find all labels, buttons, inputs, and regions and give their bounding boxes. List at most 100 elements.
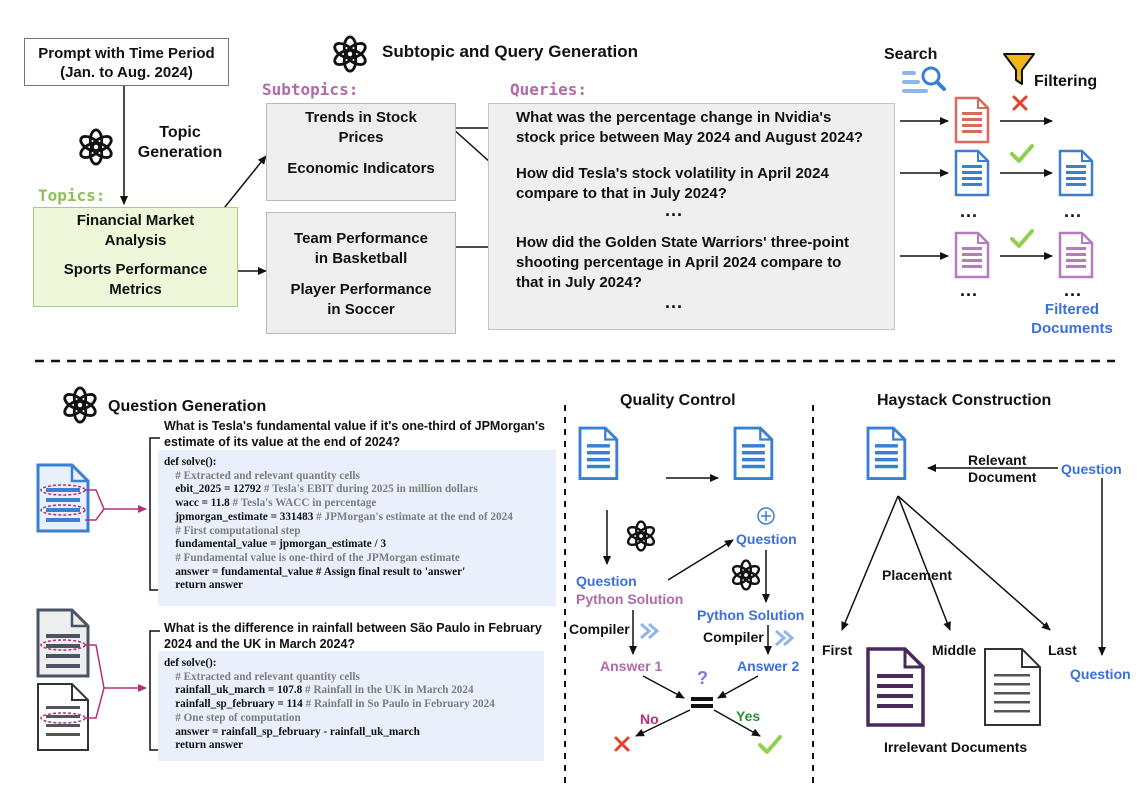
query-1-line-2: stock price between May 2024 and August … <box>516 129 864 146</box>
subtopic-3-line-2: in Basketball <box>314 250 408 267</box>
code-line: # First computational step <box>164 525 556 539</box>
code-line: answer = fundamental_value # Assign fina… <box>164 566 556 580</box>
source-document-icon <box>36 463 90 533</box>
subtopics-tag: Subtopics: <box>262 80 359 99</box>
topic-2-line-2: Metrics <box>109 281 162 298</box>
middle-label: Middle <box>932 642 977 658</box>
code-line: answer = rainfall_sp_february - rainfall… <box>164 726 544 740</box>
haystack-title: Haystack Construction <box>877 392 1052 409</box>
subtopic-4-line-1: Player Performance <box>290 281 432 298</box>
code-line: ebit_2025 = 12792 # Tesla's EBIT during … <box>164 483 556 497</box>
plus-icon <box>757 507 775 525</box>
docs-ellipsis: ... <box>960 280 979 300</box>
subtopic-4-line-2: in Soccer <box>327 301 395 318</box>
code-line: # Extracted and relevant quantity cells <box>164 470 556 484</box>
irrelevant-document-icon <box>984 648 1041 726</box>
check-icon <box>1010 229 1034 248</box>
filtered-document-icon <box>1058 149 1094 197</box>
arrow-to-no <box>635 709 691 737</box>
queries-tag: Queries: <box>510 80 588 99</box>
code-line: return answer <box>164 579 556 593</box>
source-document-icon <box>37 683 89 751</box>
answer-2-label: Answer 2 <box>737 658 800 674</box>
code-comment: # JPMorgan's estimate at the end of 2024 <box>316 510 513 523</box>
docs-ellipsis: ... <box>1064 280 1083 300</box>
check-icon <box>1010 144 1034 163</box>
qc-python-solution-label-2: Python Solution <box>697 607 805 623</box>
openai-logo-icon <box>624 520 658 552</box>
answer-1-label: Answer 1 <box>600 658 663 674</box>
query-ellipsis: ... <box>665 292 684 312</box>
document-icon <box>954 231 990 279</box>
topic-generation-line-1: Topic <box>159 124 201 141</box>
no-label: No <box>640 711 659 727</box>
code-text: rainfall_uk_march = 107.8 <box>164 684 306 697</box>
code-line: # Fundamental value is one-third of the … <box>164 552 556 566</box>
relevant-line-2: Document <box>968 469 1037 485</box>
query-3-line-2: shooting percentage in April 2024 compar… <box>516 254 842 271</box>
docs-ellipsis: ... <box>960 201 979 221</box>
irrelevant-document-icon <box>866 647 925 727</box>
code-text: def solve(): <box>164 657 217 669</box>
code-line: # Extracted and relevant quantity cells <box>164 671 544 685</box>
topic-1-line-1: Financial Market <box>76 212 195 229</box>
irrelevant-documents-label: Irrelevant Documents <box>884 739 1028 755</box>
code-text: fundamental_value = jpmorgan_estimate / … <box>164 538 387 551</box>
question-2: What is the difference in rainfall betwe… <box>164 620 542 652</box>
question-2-line-2: 2024 and the UK in March 2024? <box>164 637 356 651</box>
question-2-line-1: What is the difference in rainfall betwe… <box>164 621 542 635</box>
topics-tag: Topics: <box>38 186 106 205</box>
code-line: rainfall_uk_march = 107.8 # Rainfall in … <box>164 684 544 698</box>
compiler-chevron-icon <box>775 629 795 647</box>
code-block-2: def solve(): # Extracted and relevant qu… <box>158 651 544 761</box>
cross-icon <box>1012 95 1028 111</box>
question-1-line-2: estimate of its value at the end of 2024… <box>164 435 401 449</box>
code-text: rainfall_sp_february = 114 <box>164 698 306 711</box>
openai-logo-icon <box>76 128 116 166</box>
code-comment: # Extracted and relevant quantity cells <box>164 670 360 683</box>
bracket <box>149 437 160 591</box>
document-icon <box>733 426 774 481</box>
qc-question-label-2: Question <box>736 531 797 547</box>
search-icon <box>902 66 946 93</box>
arrow-answer1-to-compare <box>642 675 685 699</box>
haystack-question-label: Question <box>1061 461 1122 477</box>
search-label: Search <box>884 46 938 63</box>
relevant-document-icon <box>866 426 907 481</box>
filtered-documents-line-2: Documents <box>1031 320 1113 337</box>
query-2-line-2: compare to that in July 2024? <box>516 185 727 202</box>
code-comment: # First computational step <box>164 524 301 537</box>
code-block-1: def solve(): # Extracted and relevant qu… <box>158 450 556 606</box>
question-1: What is Tesla's fundamental value if it'… <box>164 418 545 450</box>
filtered-documents-label: Filtered Documents <box>1022 300 1122 338</box>
quality-control-title: Quality Control <box>620 392 736 409</box>
document-icon <box>578 426 619 481</box>
code-line: def solve(): <box>164 456 556 470</box>
first-label: First <box>822 642 853 658</box>
arrow-answer2-to-compare <box>717 675 759 699</box>
code-comment: # Fundamental value is one-third of the … <box>164 551 460 564</box>
subtopics-box-sports: Team Performance in Basketball Player Pe… <box>266 212 456 334</box>
document-icon <box>954 149 990 197</box>
prompt-line-2: (Jan. to Aug. 2024) <box>60 64 193 81</box>
topic-2-line-1: Sports Performance <box>63 261 208 278</box>
prompt-line-1: Prompt with Time Period <box>38 45 215 62</box>
code-text: answer = fundamental_value # Assign fina… <box>164 565 466 578</box>
openai-logo-icon <box>60 386 100 424</box>
code-line: wacc = 11.8 # Tesla's WACC in percentage <box>164 497 556 511</box>
last-label: Last <box>1048 642 1077 658</box>
compiler-chevron-icon <box>640 622 660 640</box>
arrow-placement-first <box>841 495 899 631</box>
question-generation-title: Question Generation <box>108 398 267 415</box>
code-line: jpmorgan_estimate = 331483 # JPMorgan's … <box>164 511 556 525</box>
topic-generation-line-2: Generation <box>137 144 223 161</box>
code-comment: # Extracted and relevant quantity cells <box>164 469 360 482</box>
filtering-label: Filtering <box>1034 73 1098 90</box>
query-2: How did Tesla's stock volatility in Apri… <box>516 164 829 204</box>
code-line: def solve(): <box>164 657 544 671</box>
qc-question-label: Question <box>576 573 637 589</box>
arrow-placement-middle <box>897 495 951 631</box>
code-text: jpmorgan_estimate = 331483 <box>164 510 317 523</box>
code-comment: # Rainfall in So Paulo in February 2024 <box>305 698 495 711</box>
